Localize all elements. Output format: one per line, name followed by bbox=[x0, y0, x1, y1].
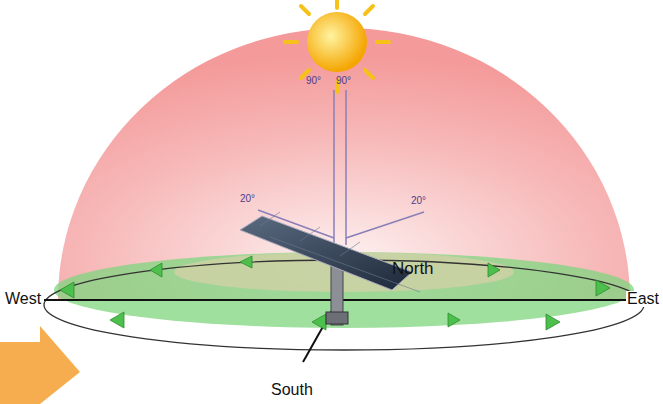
horizon-ellipse bbox=[44, 260, 644, 350]
sun bbox=[285, 0, 389, 92]
angle-lines bbox=[258, 90, 424, 245]
corner-arrow bbox=[0, 326, 80, 404]
direction-label: East bbox=[626, 291, 660, 307]
direction-label: West bbox=[4, 291, 42, 307]
solar-panel bbox=[240, 216, 412, 290]
post-base bbox=[326, 312, 348, 324]
panel-grid bbox=[260, 212, 420, 292]
angle-label: 90° bbox=[336, 76, 351, 86]
direction-label: North bbox=[392, 260, 434, 277]
angle-label: 20° bbox=[240, 194, 255, 204]
angle-label: 90° bbox=[306, 76, 321, 86]
direction-label: South bbox=[271, 382, 313, 398]
angle-label: 20° bbox=[411, 196, 426, 206]
